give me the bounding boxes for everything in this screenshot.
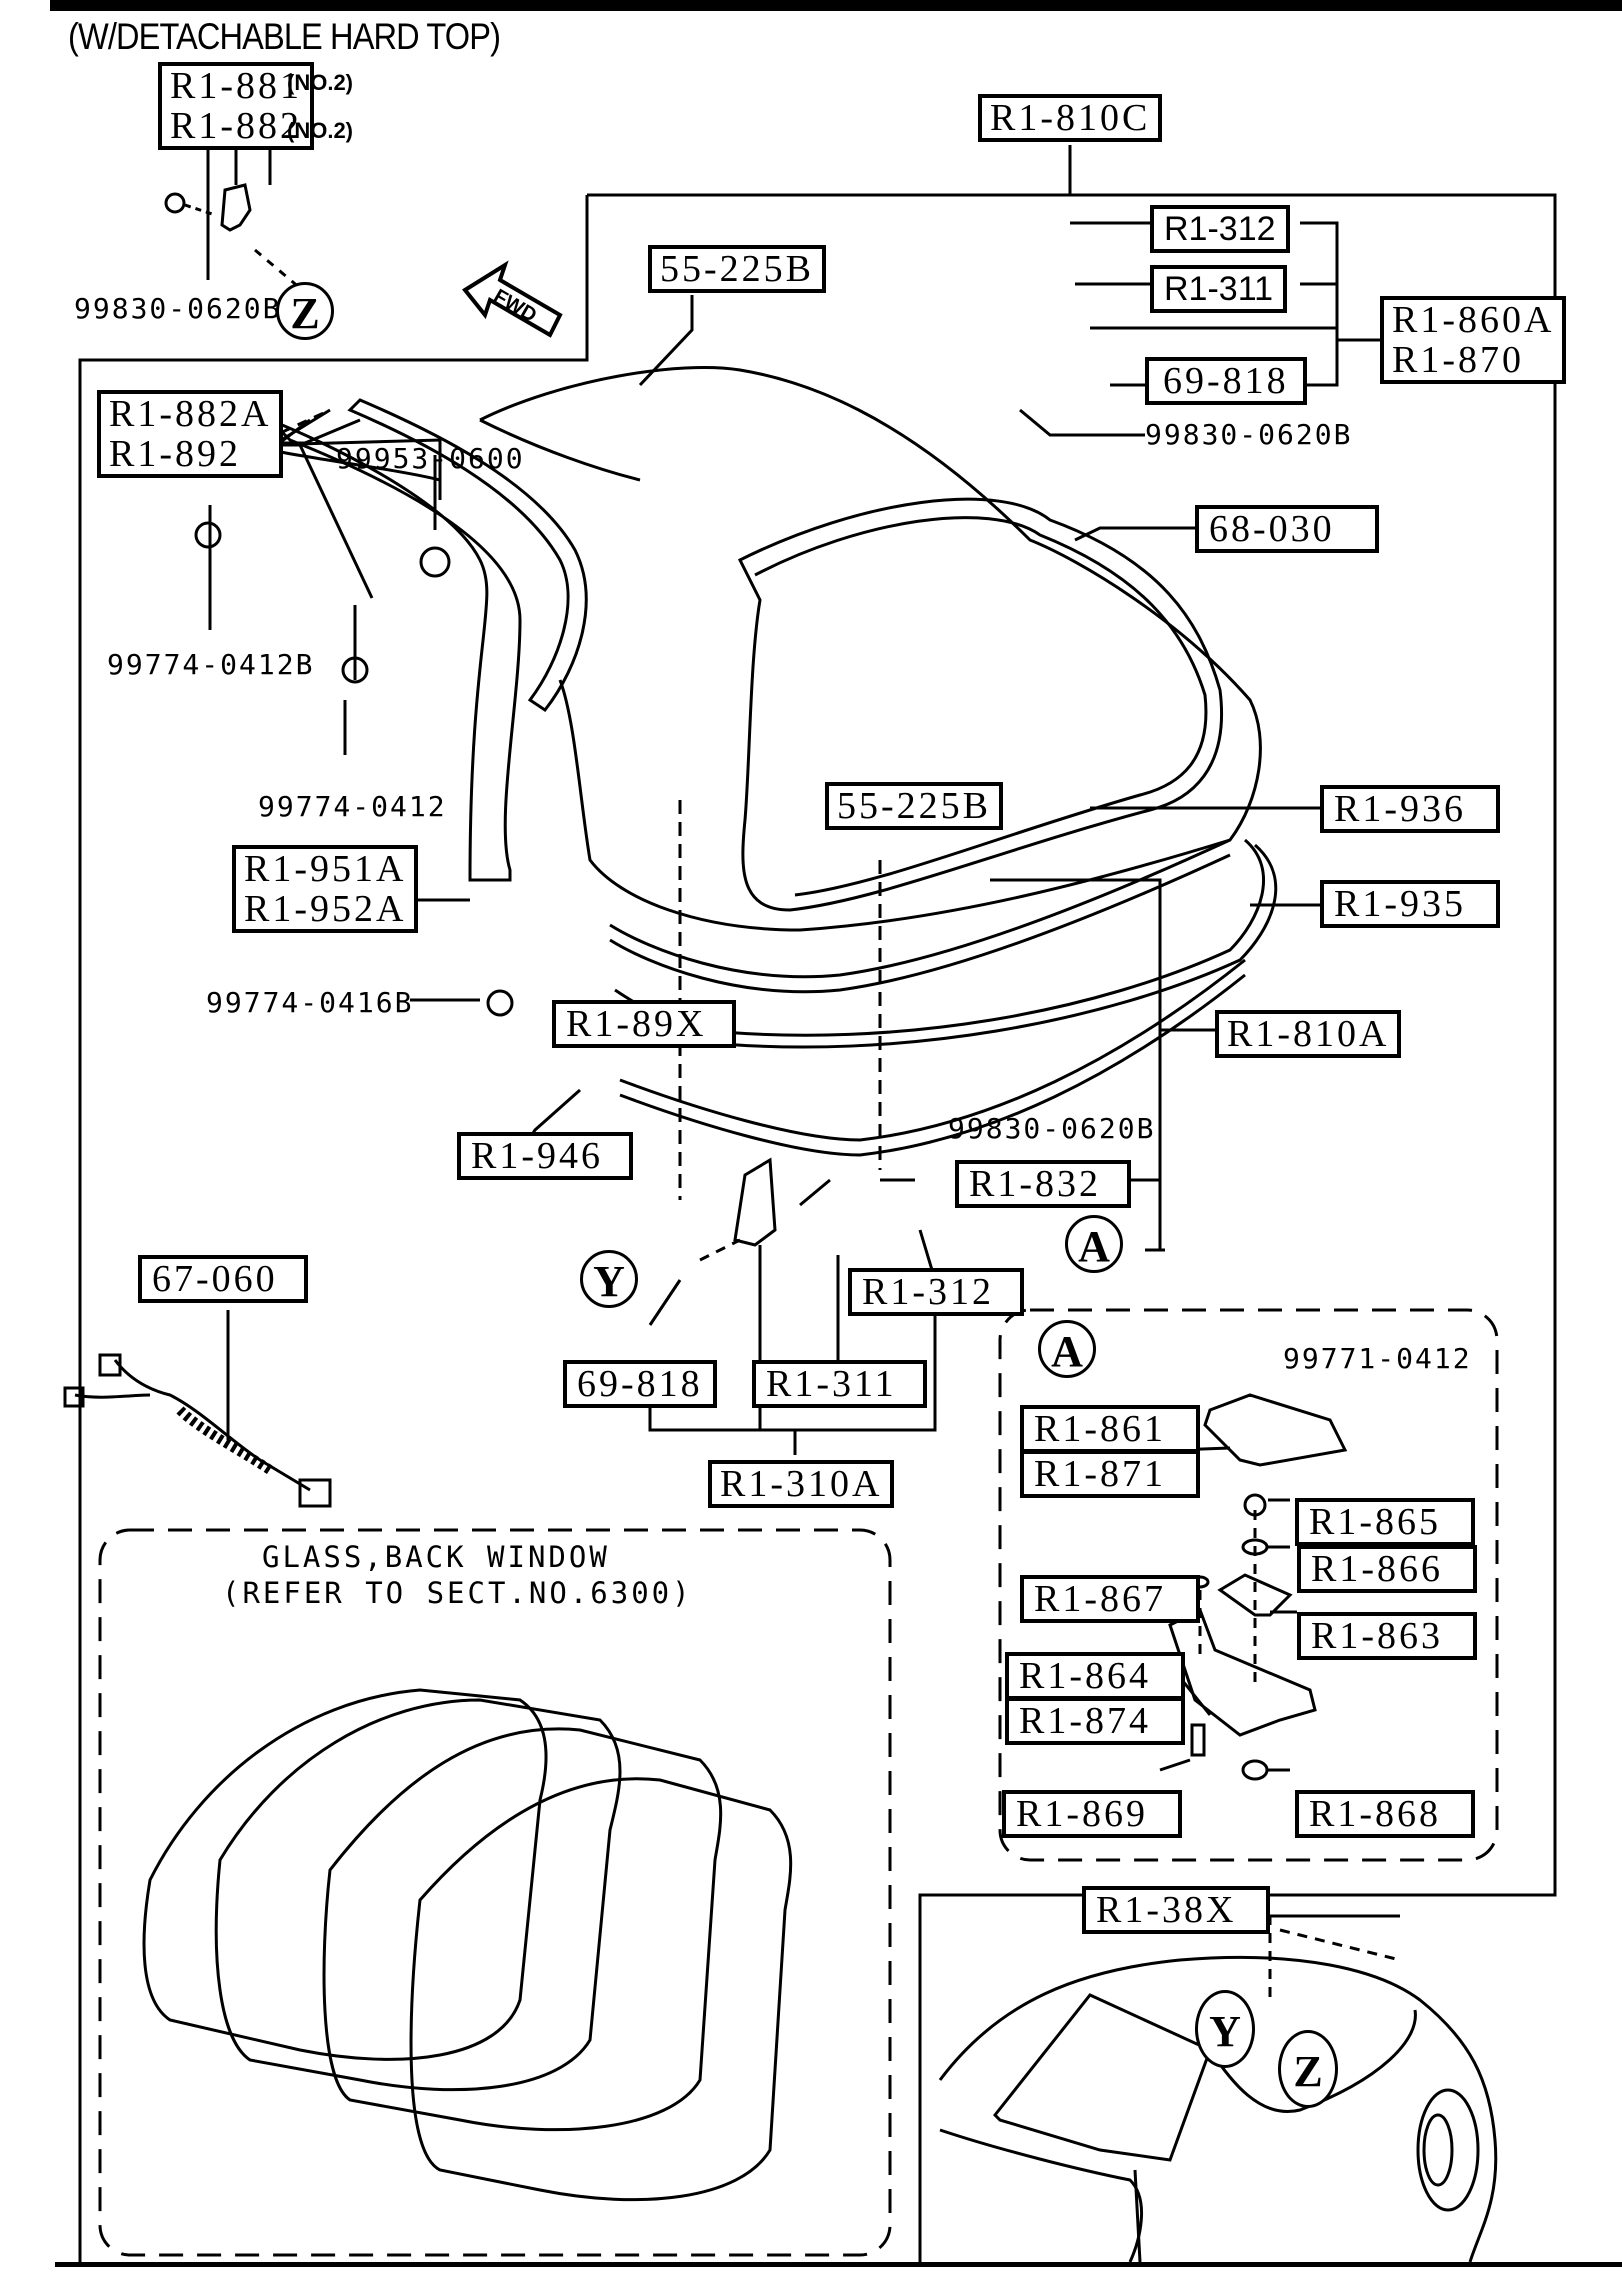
label-box-r1-951a-952a[interactable]: R1-951A R1-952A [232,845,419,933]
label-r1-860a: R1-860A [1392,299,1555,341]
note-no2-b: (NO.2) [287,118,353,143]
callout-z-top: Z [276,282,334,340]
label-r1-311-top[interactable]: R1-311 [1150,265,1287,313]
label-68-030[interactable]: 68-030 [1195,505,1379,553]
note-no2-a: (NO.2) [287,70,353,95]
label-box-r1-882a-892[interactable]: R1-882A R1-892 [97,390,284,478]
label-r1-892: R1-892 [109,433,241,475]
diagram-title: (W/DETACHABLE HARD TOP) [68,16,501,57]
label-r1-882: R1-882 [170,105,302,147]
detail-a-frame [998,1308,1499,1862]
label-69-818-top[interactable]: 69-818 [1145,357,1307,405]
label-r1-951a: R1-951A [244,848,407,890]
label-r1-810a[interactable]: R1-810A [1215,1010,1402,1058]
label-box-r1-881-882[interactable]: R1-881 R1-882 [158,62,314,150]
label-r1-863[interactable]: R1-863 [1297,1612,1477,1660]
top-rule [50,0,1622,11]
glass-section-frame [98,1528,892,2257]
main-frame-left [78,195,589,2262]
label-r1-864[interactable]: R1-864 [1005,1652,1185,1700]
strip-r1-951a [268,418,522,882]
label-r1-874[interactable]: R1-874 [1005,1697,1185,1745]
label-99774-0412b[interactable]: 99774-0412B [107,648,315,681]
plate-r1-863 [1217,1573,1293,1617]
glass-note-line1: GLASS,BACK WINDOW [262,1540,610,1574]
main-frame [587,193,1557,2262]
label-99830-0620b-c[interactable]: 99830-0620B [948,1112,1156,1145]
label-67-060[interactable]: 67-060 [138,1255,308,1303]
bottom-rule [55,2262,1622,2267]
label-r1-810c[interactable]: R1-810C [978,94,1163,142]
label-r1-312-bot[interactable]: R1-312 [848,1268,1024,1316]
label-r1-935[interactable]: R1-935 [1320,880,1500,928]
label-r1-936[interactable]: R1-936 [1320,785,1500,833]
label-99830-0620b-a[interactable]: 99830-0620B [74,292,282,325]
label-r1-871[interactable]: R1-871 [1020,1450,1200,1498]
label-99830-0620b-b[interactable]: 99830-0620B [1145,418,1353,451]
callout-a-detail: A [1038,1320,1096,1378]
label-r1-869[interactable]: R1-869 [1002,1790,1182,1838]
label-55-225b-top[interactable]: 55-225B [648,245,826,293]
base-r1-864 [1168,1607,1317,1737]
label-r1-946[interactable]: R1-946 [457,1132,633,1180]
label-99774-0412[interactable]: 99774-0412 [258,790,447,823]
label-box-r1-860a-870[interactable]: R1-860A R1-870 [1380,296,1567,384]
label-r1-882a: R1-882A [109,393,272,435]
label-r1-866[interactable]: R1-866 [1297,1545,1477,1593]
hinge-bracket [733,1157,777,1247]
label-r1-952a: R1-952A [244,888,407,930]
fwd-arrow [462,260,563,338]
label-99774-0416b[interactable]: 99774-0416B [206,986,414,1019]
label-55-225b-mid[interactable]: 55-225B [825,782,1003,830]
strip-r1-882a [347,398,588,713]
callout-a-mid: A [1065,1215,1123,1273]
label-r1-312-top[interactable]: R1-312 [1150,205,1290,253]
label-99771-0412[interactable]: 99771-0412 [1283,1342,1472,1375]
label-r1-861[interactable]: R1-861 [1020,1405,1200,1453]
clip-r1-881 [220,183,252,232]
glass-note-line2: (REFER TO SECT.NO.6300) [222,1576,693,1610]
label-r1-881: R1-881 [170,65,302,107]
label-r1-38x[interactable]: R1-38X [1082,1886,1271,1934]
label-99953-0600[interactable]: 99953-0600 [336,442,525,475]
label-r1-832[interactable]: R1-832 [955,1160,1131,1208]
cover-r1-861 [1203,1393,1348,1467]
callout-z-car: Z [1278,2030,1338,2108]
hardtop-shell [479,365,1262,932]
label-r1-867[interactable]: R1-867 [1020,1575,1200,1623]
label-r1-870: R1-870 [1392,339,1524,381]
callout-y-car: Y [1195,1990,1255,2068]
label-r1-310a[interactable]: R1-310A [708,1460,895,1508]
callout-y-mid: Y [580,1250,638,1308]
label-r1-868[interactable]: R1-868 [1295,1790,1475,1838]
wire-harness [113,1359,311,1492]
label-r1-89x[interactable]: R1-89X [552,1000,737,1048]
car-outline [938,1955,1498,2263]
label-69-818-bot[interactable]: 69-818 [563,1360,717,1408]
label-r1-865[interactable]: R1-865 [1295,1498,1475,1546]
label-r1-311-bot[interactable]: R1-311 [752,1360,927,1408]
